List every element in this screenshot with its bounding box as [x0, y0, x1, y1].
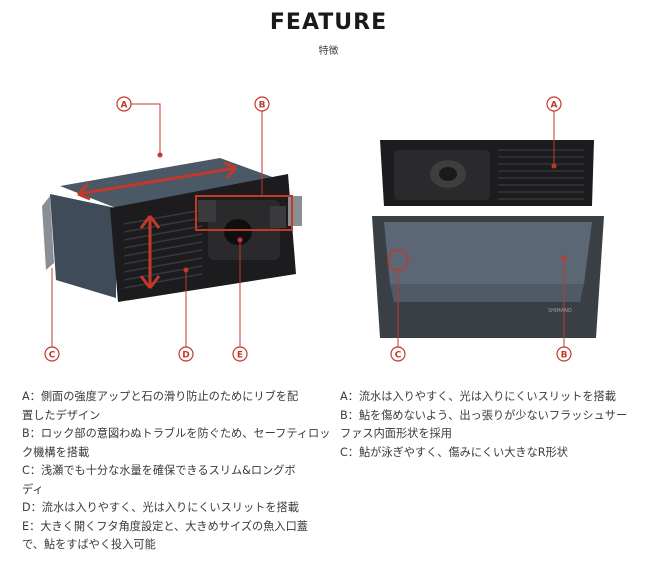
- left-desc-line: D：流水は入りやすく、光は入りにくいスリットを搭載: [22, 501, 299, 514]
- leader-dot-d: [183, 267, 189, 273]
- leader-dot-a: [157, 152, 163, 158]
- left-desc-line: A：側面の強度アップと石の滑り防止のためにリブを配: [22, 390, 299, 403]
- left-desc-line: で、鮎をすばやく投入可能: [22, 538, 156, 551]
- callout-b-right-label: B: [561, 351, 568, 361]
- strap-right: [288, 196, 302, 226]
- callout-d-left: D: [178, 346, 194, 362]
- left-description-list: A：側面の強度アップと石の滑り防止のためにリブを配 置したデザイン B：ロック部…: [22, 388, 331, 555]
- interior-wall: [384, 222, 592, 284]
- page-title: FEATURE: [269, 10, 388, 35]
- callout-b-right: B: [556, 346, 572, 362]
- callout-b-left: B: [254, 96, 270, 112]
- lid-entry-hole: [439, 167, 457, 181]
- page-subtitle: 特徴: [318, 46, 339, 57]
- callout-c-right-label: C: [395, 351, 402, 361]
- callout-a-left-label: A: [121, 101, 128, 111]
- lid-slits: [498, 149, 584, 200]
- right-product-figure: SHIMANO A C B: [372, 96, 604, 362]
- callout-c-left: C: [44, 346, 60, 362]
- leader-dot-a-right: [551, 163, 557, 169]
- left-product-figure: A B C D E: [42, 96, 302, 362]
- front-ribs: [123, 209, 203, 289]
- left-desc-line: ク機構を搭載: [22, 445, 90, 459]
- leader-dot-b-right: [561, 255, 567, 261]
- leader-dot-e: [237, 237, 243, 243]
- lock-highlight: [195, 195, 293, 231]
- left-desc-line: B：ロック部の意図わぬトラブルを防ぐため、セーフティロッ: [22, 427, 331, 440]
- callout-d-left-label: D: [182, 351, 189, 361]
- callout-leaders-left: [51, 103, 263, 354]
- callout-c-right: C: [390, 346, 406, 362]
- interior-floor: [390, 284, 584, 302]
- lock-left: [198, 200, 216, 222]
- brand-mark: SHIMANO: [548, 308, 572, 314]
- callout-b-left-label: B: [259, 101, 266, 111]
- right-desc-line: A：流水は入りやすく、光は入りにくいスリットを搭載: [340, 390, 616, 403]
- left-desc-line: C：浅瀬でも十分な水量を確保できるスリム&ロングボ: [22, 464, 296, 477]
- callout-a-right-label: A: [551, 101, 558, 111]
- right-desc-line: ファス内面形状を採用: [340, 427, 452, 440]
- height-arrow: [139, 215, 161, 289]
- strap-left: [42, 196, 54, 270]
- left-desc-line: 置したデザイン: [22, 408, 101, 422]
- body-side: [50, 194, 116, 298]
- right-desc-line: B：鮎を傷めないよう、出っ張りが少ないフラッシュサー: [340, 408, 628, 422]
- callout-e-left: E: [232, 346, 248, 362]
- slim-long-arrow: [76, 161, 238, 201]
- callout-c-left-label: C: [49, 351, 56, 361]
- fish-entry-lid: [224, 219, 252, 245]
- callout-a-right: A: [546, 96, 562, 112]
- left-desc-line: ディ: [22, 482, 44, 496]
- callout-a-left: A: [116, 96, 132, 112]
- left-desc-line: E：大きく開くフタ角度設定と、大きめサイズの魚入口蓋: [22, 519, 308, 533]
- right-desc-line: C：鮎が泳ぎやすく、傷みにくい大きなR形状: [340, 445, 568, 459]
- lock-right: [270, 206, 286, 228]
- callout-e-left-label: E: [237, 351, 243, 361]
- right-description-list: A：流水は入りやすく、光は入りにくいスリットを搭載 B：鮎を傷めないよう、出っ張…: [340, 388, 640, 462]
- callout-leaders-right: [397, 104, 565, 354]
